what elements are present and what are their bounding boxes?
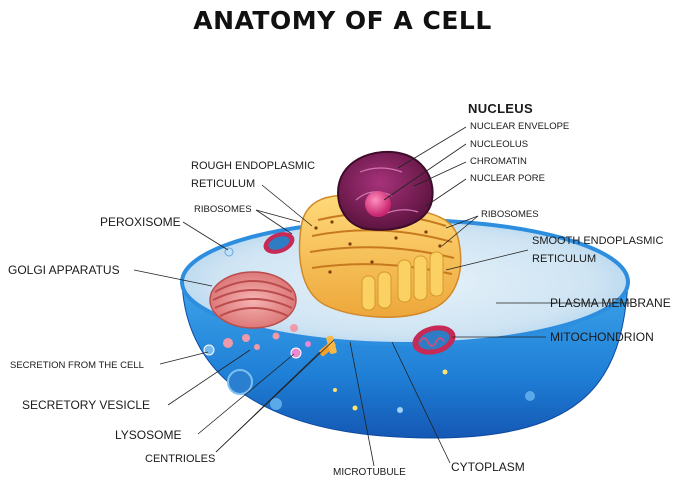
nucleolus-organelle (365, 191, 391, 217)
label-mitochondrion: MITOCHONDRION (550, 330, 654, 344)
label-peroxisome: PEROXISOME (100, 215, 181, 229)
label-lysosome: LYSOSOME (115, 428, 182, 442)
mitochondrion-right (412, 325, 456, 355)
label-ribosomes-left: RIBOSOMES (194, 204, 252, 215)
label-rough-er-line2: RETICULUM (191, 178, 256, 190)
label-microtubule: MICROTUBULE (333, 467, 406, 478)
label-plasma-membrane: PLASMA MEMBRANE (550, 296, 671, 310)
label-smooth-er-line2: RETICULUM (532, 253, 597, 265)
peroxisome-organelle (224, 247, 234, 257)
label-centrioles: CENTRIOLES (145, 453, 216, 465)
diagram-title: ANATOMY OF A CELL (193, 6, 492, 35)
label-chromatin: CHROMATIN (470, 156, 527, 167)
label-rough-er-line1: ROUGH ENDOPLASMIC (191, 160, 316, 172)
nucleus-organelle (337, 150, 434, 231)
mitochondrion-top (263, 232, 295, 254)
label-golgi-apparatus: GOLGI APPARATUS (8, 263, 120, 277)
label-secretory-vesicle: SECRETORY VESICLE (22, 398, 151, 412)
label-nuclear-pore: NUCLEAR PORE (470, 173, 545, 184)
label-cytoplasm: CYTOPLASM (451, 460, 525, 474)
label-nucleolus: NUCLEOLUS (470, 139, 529, 150)
leader-lines (133, 126, 630, 467)
golgi-apparatus (209, 271, 297, 329)
label-nucleus-heading: NUCLEUS (468, 101, 533, 116)
label-ribosomes-right: RIBOSOMES (481, 209, 539, 220)
label-smooth-er-line1: SMOOTH ENDOPLASMIC (532, 235, 664, 247)
centrioles-organelle (318, 335, 337, 357)
endoplasmic-reticulum (298, 194, 462, 318)
label-nuclear-envelope: NUCLEAR ENVELOPE (470, 121, 570, 132)
cell-body-rim (181, 281, 629, 439)
label-secretion-from-the-cell: SECRETION FROM THE CELL (10, 360, 144, 371)
